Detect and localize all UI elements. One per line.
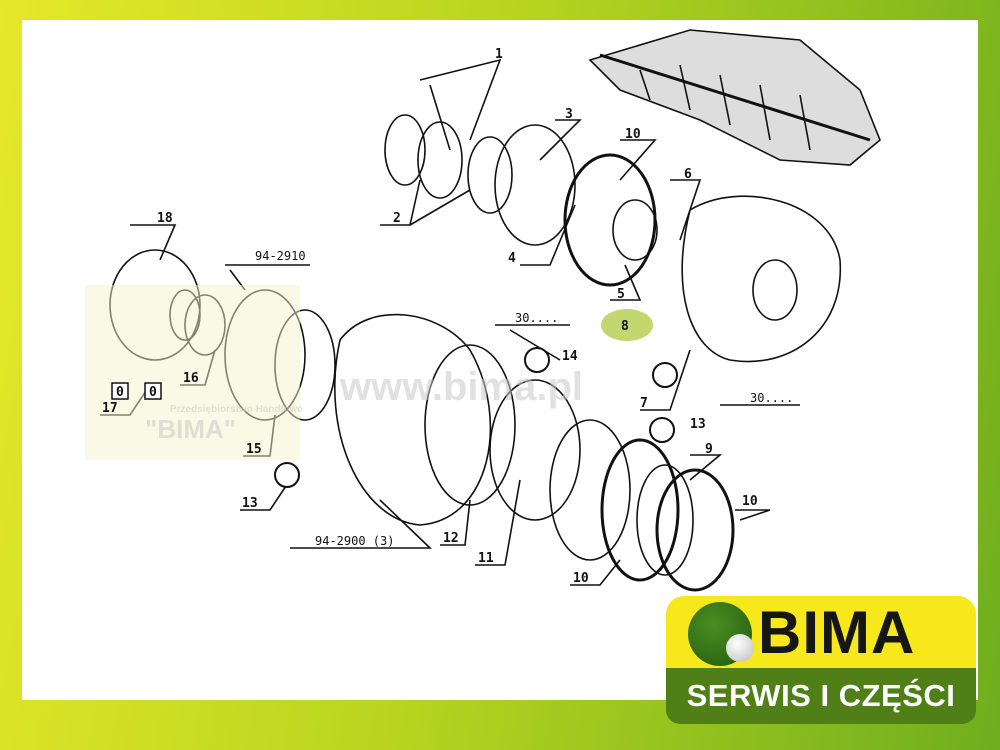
callout-5: 5 [617, 287, 625, 302]
callout-2: 2 [393, 211, 401, 226]
box-17-b: 0 [149, 385, 157, 400]
watermark-url: www.bima.pl [339, 365, 583, 409]
watermark-name: "BIMA" [145, 414, 236, 444]
callout-3: 3 [565, 107, 573, 122]
reference-30-b: 30.... [750, 391, 793, 405]
gearbox-illustration [588, 29, 881, 166]
callout-1: 1 [495, 47, 503, 62]
callout-10: 10 [573, 571, 589, 586]
logo-tagline: SERWIS I CZĘŚCI [666, 668, 976, 724]
callout-4: 4 [508, 251, 516, 266]
lubricant-icon [649, 417, 675, 443]
callout-17: 17 [102, 401, 118, 416]
callout-11: 11 [478, 551, 494, 566]
lubricant-icon [524, 347, 550, 373]
highlight-part-8 [601, 309, 653, 341]
callout-13: 13 [242, 496, 258, 511]
bima-logo: BIMA SERWIS I CZĘŚCI [666, 596, 976, 724]
watermark-company: Przedsiębiorstwo Handlowe [170, 404, 303, 415]
watermark-box [85, 285, 300, 460]
callout-18: 18 [157, 211, 173, 226]
lubricant-icon [652, 362, 678, 388]
callout-10: 10 [742, 494, 758, 509]
callout-14: 14 [562, 349, 578, 364]
box-17-a: 0 [116, 385, 124, 400]
callout-6: 6 [684, 167, 692, 182]
logo-brand: BIMA [758, 599, 916, 666]
lubricant-icon [274, 462, 300, 488]
callout-9: 9 [705, 442, 713, 457]
reference-94-2900: 94-2900 (3) [315, 534, 394, 548]
reference-30-a: 30.... [515, 311, 558, 325]
callout-7: 7 [640, 396, 648, 411]
callout-16: 16 [183, 371, 199, 386]
callout-10: 10 [625, 127, 641, 142]
callout-15: 15 [246, 442, 262, 457]
reference-94-2910: 94-2910 [255, 249, 306, 263]
callout-8: 8 [621, 319, 629, 334]
callout-12: 12 [443, 531, 459, 546]
callout-13: 13 [690, 417, 706, 432]
